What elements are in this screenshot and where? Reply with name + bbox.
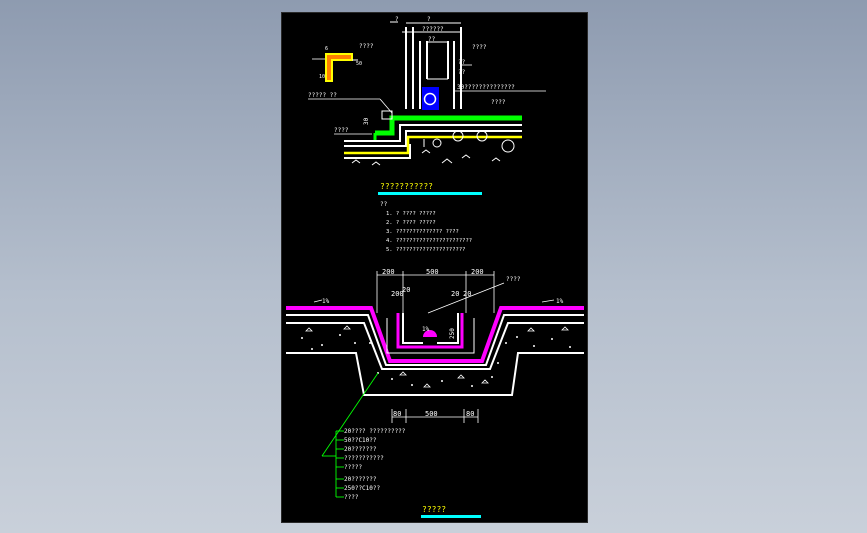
aggregate	[301, 334, 571, 387]
drawing-sheet: ? ? ?????? ?? ???? ?? ?? 30?????????????…	[281, 12, 588, 523]
layer-label: ????	[344, 494, 359, 501]
callout-top: ????	[506, 276, 521, 283]
layer-label: 20???????	[344, 476, 377, 483]
dim-top-right: ?	[427, 16, 431, 23]
layer-label: 20???? ??????????	[344, 428, 406, 435]
dim-top-left: ?	[395, 16, 399, 23]
dim-80-left: 80	[393, 410, 401, 418]
note-right-1: ????	[472, 44, 487, 51]
note-item: 4. ???????????????????????	[386, 238, 472, 244]
top-title-underline	[378, 192, 482, 195]
note-right-5: ????	[491, 99, 506, 106]
wall-columns	[405, 27, 462, 109]
slope-center: 1%	[422, 326, 430, 333]
note-item: 3. ?????????????? ????	[386, 229, 459, 235]
layer-label: 20???????	[344, 446, 377, 453]
layer-label: ?????	[344, 464, 362, 471]
dim-500-top: 500	[426, 268, 439, 276]
top-detail: ? ? ?????? ?? ???? ?? ?? 30?????????????…	[308, 16, 546, 166]
layer-list: 20???? ?????????? 50??C10?? 20??????? ??…	[344, 428, 406, 501]
trench-detail: 200 500 200 20 200 20 20 ???? 1% 250 1% …	[286, 268, 584, 501]
dim-80-right: 80	[466, 410, 474, 418]
notes-heading: ??	[380, 201, 388, 208]
dim-20-right: 20	[451, 290, 459, 298]
green-membrane	[375, 115, 522, 136]
dim-200-right: 200	[471, 268, 484, 276]
dim-250: 250	[449, 328, 456, 339]
bottom-title-underline	[421, 515, 481, 518]
note-left-2: ????	[334, 127, 349, 134]
top-title: ???????????	[380, 182, 433, 191]
slab-lines	[344, 124, 522, 159]
bottom-title: ?????	[422, 505, 446, 514]
soil-hatch	[351, 130, 515, 166]
layer-label: 250??C10??	[344, 485, 381, 492]
note-right-2: ??	[458, 59, 466, 66]
layer-leaders	[321, 372, 379, 498]
paving-lines	[286, 313, 584, 396]
dim-label-1: ??????	[422, 26, 444, 33]
dim-200-mid: 200	[391, 290, 404, 298]
note-small-right: ????	[359, 43, 374, 50]
slope-right: 1%	[556, 298, 564, 305]
note-right-3: ??	[458, 69, 466, 76]
note-item: 1. ? ???? ?????	[386, 211, 436, 217]
layer-label: 50??C10??	[344, 437, 377, 444]
dim-label-2: ??	[428, 36, 436, 43]
notes-block: ?? 1. ? ???? ????? 2. ? ???? ????? 3. ??…	[380, 201, 472, 253]
magenta-surface	[286, 306, 584, 363]
note-item: 5. ?????????????????????	[386, 247, 465, 253]
yellow-layer	[344, 135, 522, 155]
dim-200-left: 200	[382, 268, 395, 276]
blue-drain-block	[422, 87, 439, 110]
small-10: 10	[319, 74, 325, 80]
note-item: 2. ? ???? ?????	[386, 220, 436, 226]
dim-20-left: 20	[402, 286, 410, 294]
small-50: 50	[356, 61, 362, 67]
layer-label: ???????????	[344, 455, 384, 462]
note-left-3: 30	[363, 117, 370, 125]
magenta-channel	[396, 313, 464, 349]
slope-left: 1%	[322, 298, 330, 305]
cad-drawing: ? ? ?????? ?? ???? ?? ?? 30?????????????…	[286, 16, 584, 518]
small-6: 6	[325, 46, 328, 52]
drain-pipe	[423, 92, 437, 106]
note-right-4: 30??????????????	[457, 84, 515, 91]
dim-500-bottom: 500	[425, 410, 438, 418]
inset-detail: 6 10 50 ????	[312, 43, 374, 82]
dim-20-mid: 20	[463, 290, 471, 298]
note-left-1: ????? ??	[308, 92, 337, 99]
